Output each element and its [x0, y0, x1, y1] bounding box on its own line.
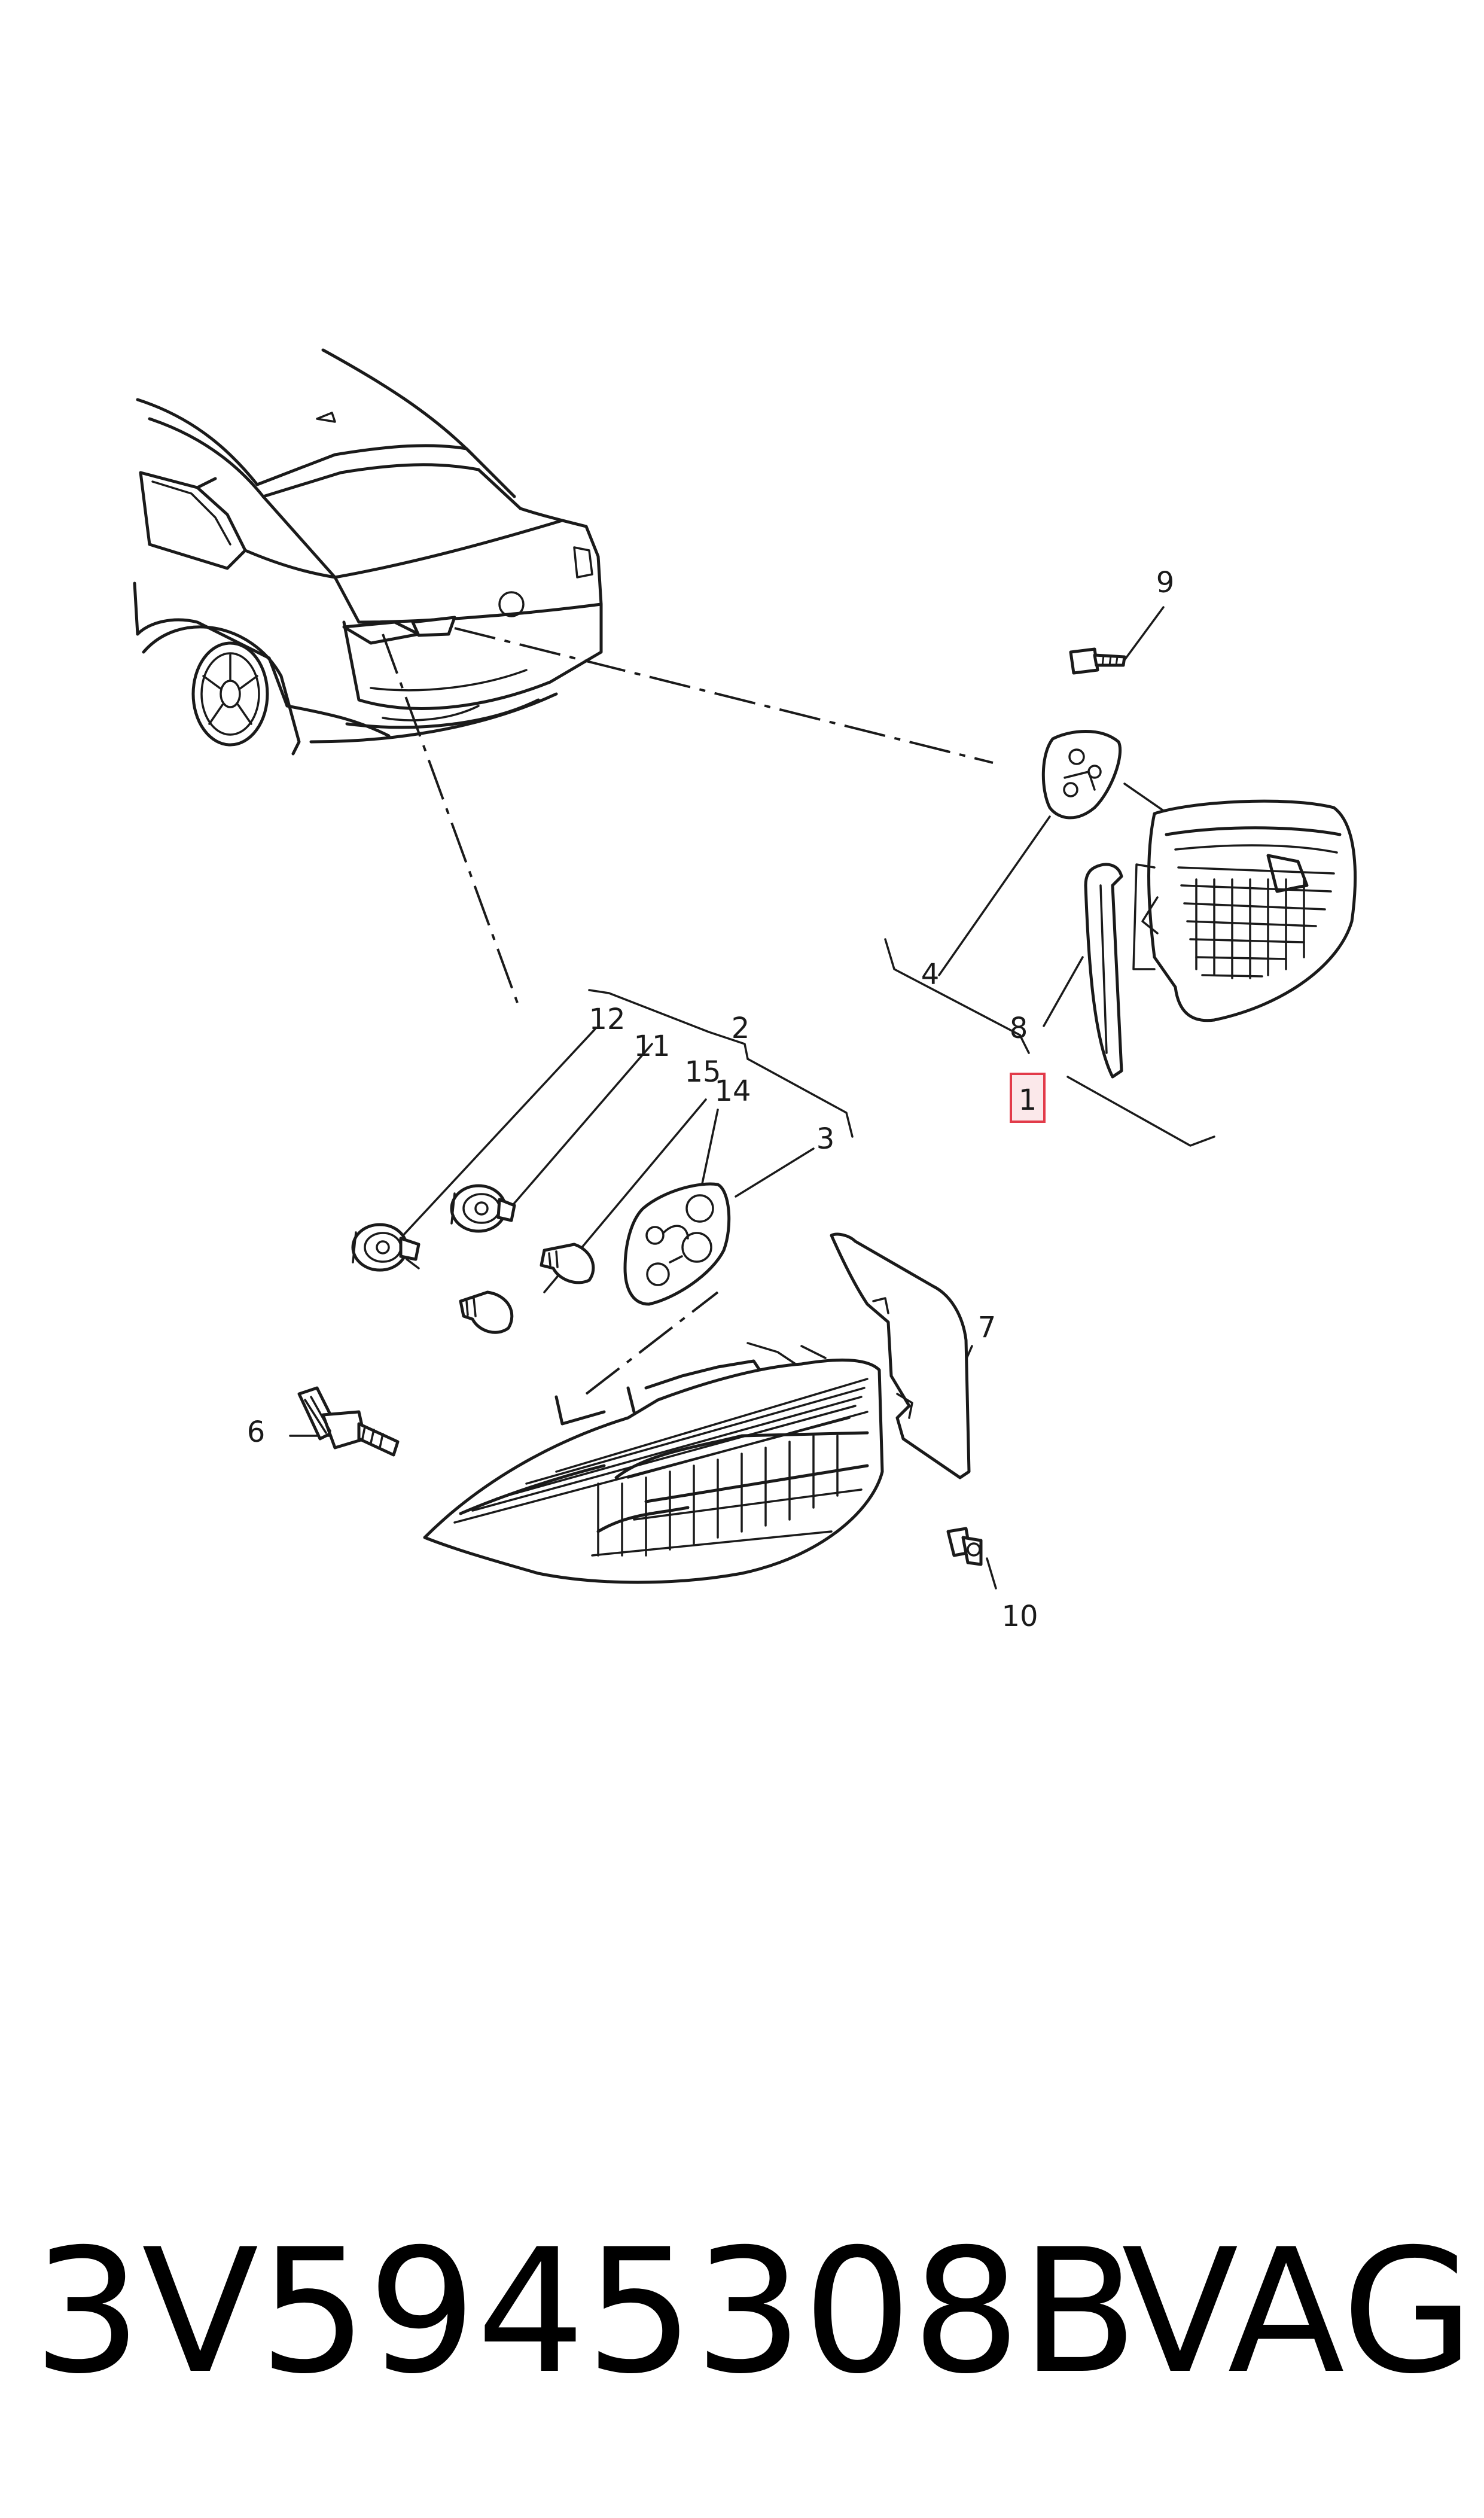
- part-9-screw: [1069, 647, 1126, 675]
- part-15-bulb: [459, 1290, 514, 1334]
- part-14-bulb: [540, 1243, 595, 1284]
- part-7-cover: [830, 1232, 971, 1479]
- callout-11: 11: [633, 1030, 670, 1063]
- part-6-connector: [297, 1386, 400, 1457]
- callout-3: 3: [816, 1122, 835, 1156]
- callout-1: 1: [1019, 1083, 1037, 1117]
- outer-tail-light: [423, 1342, 884, 1584]
- callout-4: 4: [921, 958, 940, 991]
- callout-15: 15: [684, 1055, 721, 1089]
- callout-2: 2: [732, 1012, 750, 1045]
- callout-10: 10: [1001, 1600, 1038, 1633]
- callout-7: 7: [978, 1311, 997, 1344]
- part-number: 3V5945308B: [33, 2213, 1138, 2412]
- callout-9: 9: [1156, 566, 1175, 599]
- callout-1-highlight-box: [1010, 1073, 1046, 1123]
- part-4-gasket: [1041, 730, 1122, 820]
- callout-6: 6: [247, 1415, 266, 1449]
- inner-tail-light: [1132, 799, 1357, 1022]
- part-8-seal-strip: [1084, 863, 1123, 1079]
- callout-12: 12: [589, 1003, 625, 1036]
- car-illustration: [133, 348, 603, 756]
- callout-8: 8: [1010, 1012, 1028, 1045]
- part-3-bulb-carrier: [623, 1182, 731, 1306]
- part-12-bulb-holder: [351, 1223, 420, 1272]
- part-11-bulb-holder: [450, 1184, 516, 1233]
- part-10-screw: [946, 1527, 983, 1566]
- callout-14: 14: [714, 1074, 751, 1108]
- callout-labels: 1 2 3 4 6 7 8 9 10 11 12 14 15: [247, 566, 1175, 1633]
- brand-name: VAG: [1122, 2213, 1474, 2412]
